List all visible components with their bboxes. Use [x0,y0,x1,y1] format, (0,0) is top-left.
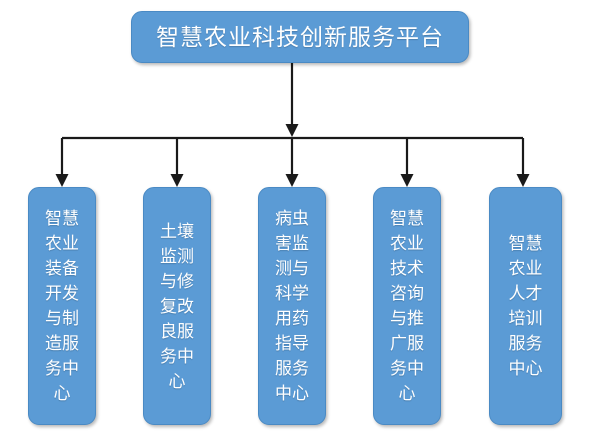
arrowhead-drop-5 [516,174,530,187]
node-child-label: 病虫害监测与科学用药指导服务中心 [275,209,309,403]
arrowhead-drop-4 [400,174,414,187]
node-child-label: 智慧农业装备开发与制造服务中心 [45,209,79,403]
node-root-platform[interactable]: 智慧农业科技创新服务平台 [131,11,469,63]
node-child-consulting-center[interactable]: 智慧农业技术咨询与推广服务中心 [373,187,441,425]
arrowhead-drop-1 [55,174,69,187]
node-child-label: 智慧农业技术咨询与推广服务中心 [390,209,424,403]
node-child-label: 土壤监测与修复改良服务中心 [160,221,194,391]
arrowhead-drop-2 [170,174,184,187]
arrowhead-drop-3 [285,174,299,187]
arrowhead-root-stem [285,124,299,137]
node-child-soil-center[interactable]: 土壤监测与修复改良服务中心 [143,187,211,425]
node-child-equipment-center[interactable]: 智慧农业装备开发与制造服务中心 [28,187,96,425]
node-root-label: 智慧农业科技创新服务平台 [156,24,444,50]
node-child-label: 智慧农业人才培训服务中心 [508,234,543,378]
node-child-training-center[interactable]: 智慧农业人才培训服务中心 [489,187,562,425]
node-child-pest-center[interactable]: 病虫害监测与科学用药指导服务中心 [258,187,326,425]
